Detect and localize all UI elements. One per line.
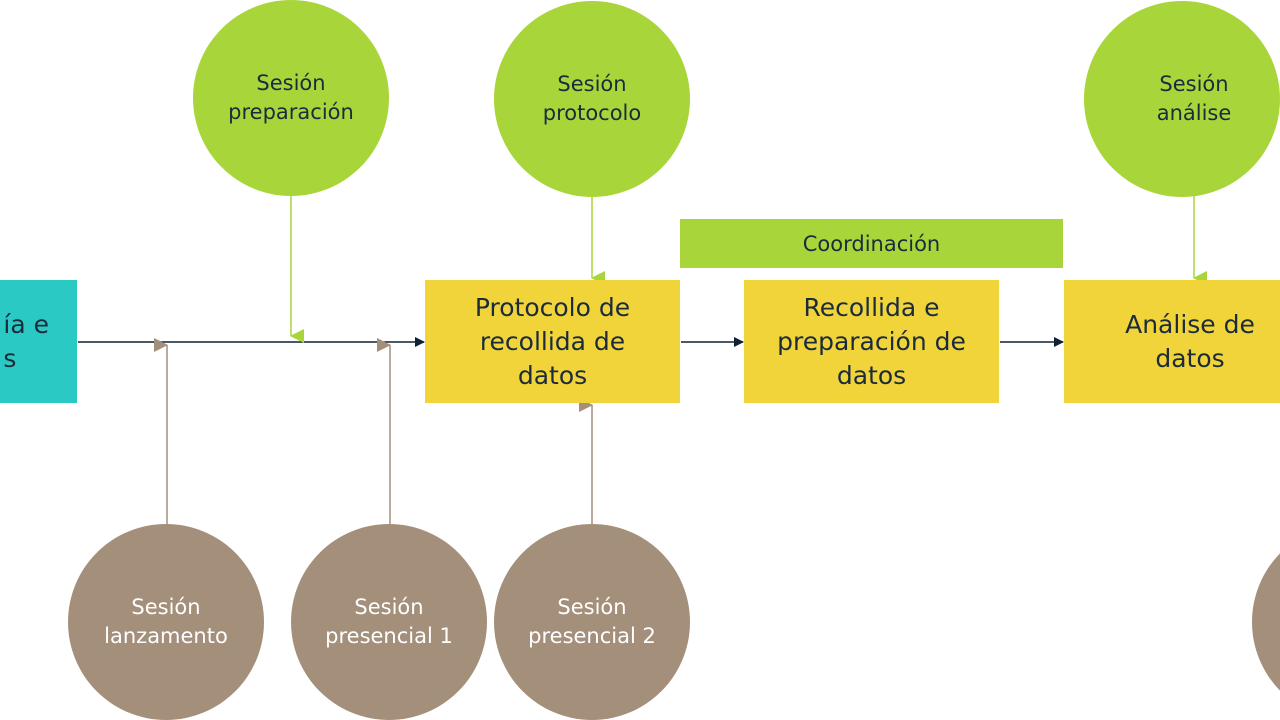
session-label: Sesión lanzamento bbox=[104, 595, 228, 648]
step-collection: Recollida e preparación de datos bbox=[744, 280, 999, 403]
step-analysis: Análise de datos bbox=[1064, 280, 1280, 403]
session-lanzamento: Sesión lanzamento bbox=[68, 524, 264, 720]
session-label: Sesión presencial 1 bbox=[325, 595, 453, 648]
session-label: Sesión análise bbox=[1156, 72, 1232, 125]
session-label: Sesión preparación bbox=[228, 71, 354, 124]
step-label: ía e s bbox=[3, 309, 49, 373]
session-preparacion: Sesión preparación bbox=[193, 0, 389, 196]
session-presencial-1: Sesión presencial 1 bbox=[291, 524, 487, 720]
session-label: Sesión protocolo bbox=[542, 72, 642, 125]
session-analise: Sesión análise bbox=[1084, 1, 1280, 197]
step-partial: ía e s bbox=[0, 280, 77, 403]
coordination-bar: Coordinación bbox=[680, 219, 1063, 268]
session-partial bbox=[1251, 553, 1280, 691]
session-protocolo: Sesión protocolo bbox=[494, 1, 690, 197]
step-protocol: Protocolo de recollida de datos bbox=[425, 280, 680, 403]
session-label: Sesión presencial 2 bbox=[528, 595, 656, 648]
session-presencial-2: Sesión presencial 2 bbox=[494, 524, 690, 720]
